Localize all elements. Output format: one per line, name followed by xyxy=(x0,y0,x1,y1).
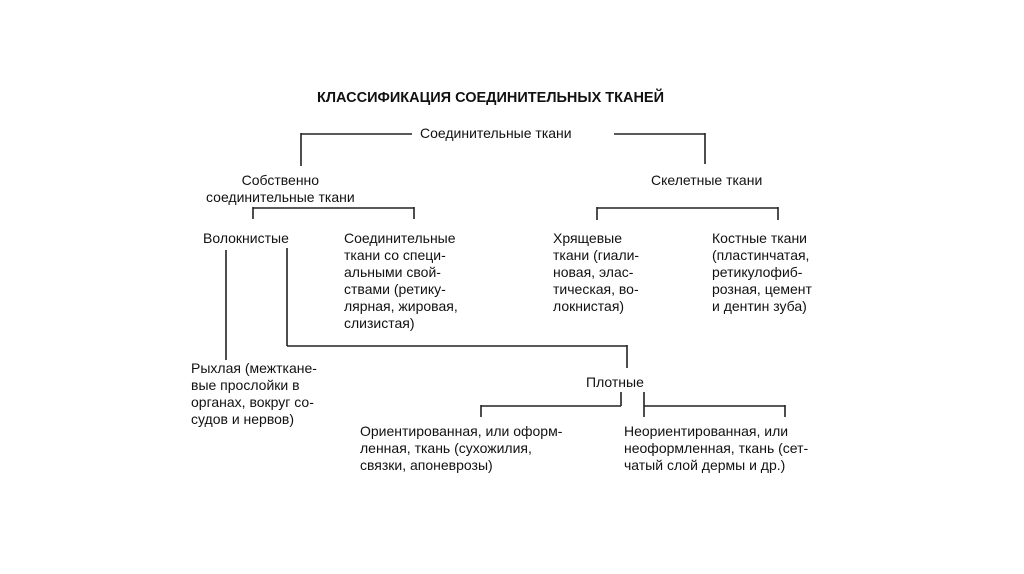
node-connective-tissues: Соединительные ткани xyxy=(420,125,572,141)
node-proper-connective: Собственно соединительные ткани xyxy=(206,172,355,205)
node-special-properties: Соединительные ткани со специ- альными с… xyxy=(344,230,458,331)
node-loose: Рыхлая (межткане- вые прослойки в органа… xyxy=(191,360,317,427)
node-skeletal: Скелетные ткани xyxy=(651,172,763,188)
node-oriented: Ориентированная, или оформ- ленная, ткан… xyxy=(360,423,563,473)
diagram-title: КЛАССИФИКАЦИЯ СОЕДИНИТЕЛЬНЫХ ТКАНЕЙ xyxy=(317,90,665,106)
node-non-oriented: Неориентированная, или неоформленная, тк… xyxy=(624,423,809,473)
node-fibrous: Волокнистые xyxy=(203,230,289,246)
node-dense: Плотные xyxy=(586,374,644,390)
node-bone: Костные ткани (пластинчатая, ретикулофиб… xyxy=(712,230,812,314)
node-cartilage: Хрящевые ткани (гиали- новая, элас- тиче… xyxy=(553,230,640,314)
